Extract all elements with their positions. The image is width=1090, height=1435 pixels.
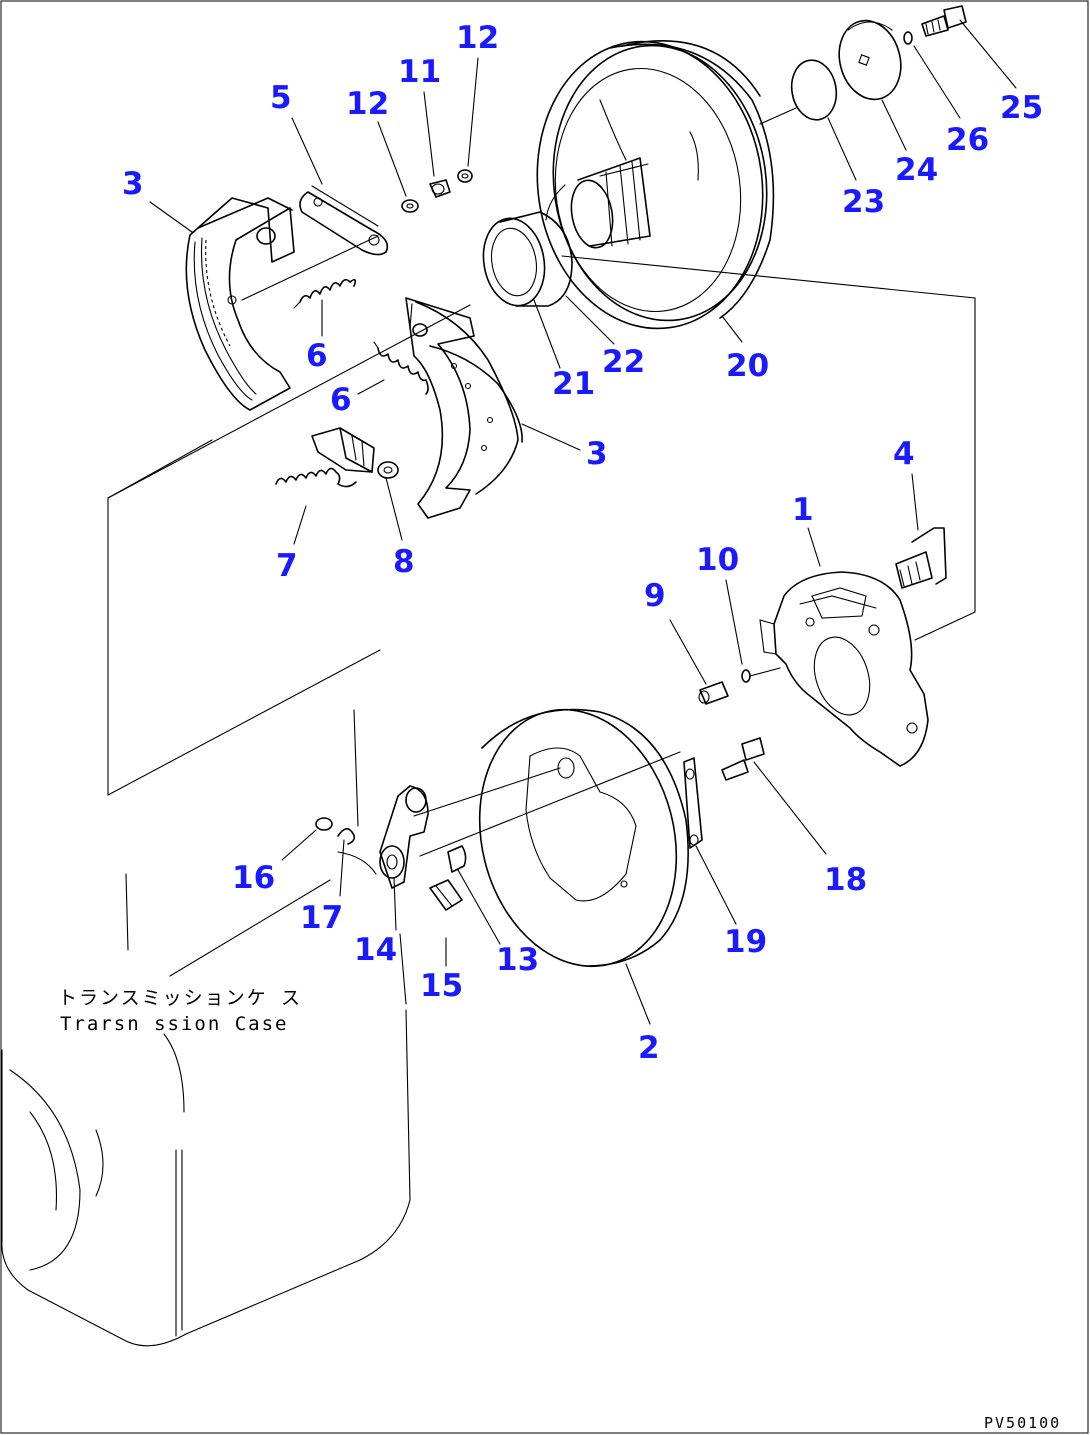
backing-plate [478, 708, 689, 968]
callout-labels: 1 2 3 3 4 5 6 6 7 8 9 10 11 12 12 13 14 … [122, 20, 1043, 1066]
callout-3-lower: 3 [586, 436, 608, 472]
callout-3-upper: 3 [122, 166, 144, 202]
callout-8: 8 [393, 544, 415, 580]
callout-17: 17 [300, 900, 343, 936]
return-spring-lower [373, 341, 429, 395]
callout-5: 5 [270, 80, 292, 116]
callout-12-right: 12 [456, 20, 499, 56]
callout-4: 4 [893, 436, 915, 472]
pin-washer [698, 669, 751, 705]
brake-shoe-right [405, 297, 523, 519]
callout-7: 7 [276, 548, 298, 584]
callout-15: 15 [420, 968, 463, 1004]
transmission-case-label-jp: トランスミッションケ ス [58, 987, 302, 1009]
callout-12-left: 12 [346, 86, 389, 122]
callout-18: 18 [824, 862, 867, 898]
adjuster-cylinder [311, 427, 399, 479]
callout-6-upper: 6 [306, 338, 328, 374]
callout-10: 10 [696, 542, 739, 578]
callout-11: 11 [398, 54, 441, 90]
callout-21: 21 [552, 366, 595, 402]
link-plate [299, 185, 389, 256]
adjuster-spring [275, 467, 357, 488]
drawing-code: PV50100 [984, 1414, 1061, 1432]
callout-24: 24 [895, 152, 938, 188]
carrier-plate [759, 571, 929, 767]
return-spring-upper [293, 278, 357, 309]
callout-2: 2 [638, 1030, 660, 1066]
callout-23: 23 [842, 184, 885, 220]
assembly-boundary [107, 255, 976, 796]
callout-25: 25 [1000, 90, 1043, 126]
washer-nut-group [401, 169, 473, 213]
bearing-seal [482, 211, 573, 307]
transmission-case-label-en: Trarsn ssion Case [60, 1013, 288, 1035]
callout-16: 16 [232, 860, 275, 896]
lever-bolt [683, 737, 765, 849]
callout-20: 20 [726, 348, 769, 384]
callout-26: 26 [946, 122, 989, 158]
thrust-washer [838, 19, 902, 101]
callout-9: 9 [644, 578, 666, 614]
callout-19: 19 [724, 924, 767, 960]
callout-22: 22 [602, 344, 645, 380]
brake-lever-group [315, 785, 467, 911]
transmission-case [1, 873, 411, 1347]
callout-1: 1 [792, 492, 814, 528]
leader-lines [149, 19, 1017, 1025]
brake-drum [536, 40, 797, 330]
callout-6-lower: 6 [330, 382, 352, 418]
callout-13: 13 [496, 942, 539, 978]
bolt-washer [903, 5, 967, 45]
dust-cap [790, 59, 838, 121]
anchor-pin [895, 527, 947, 589]
brake-shoe-left [185, 197, 295, 411]
callout-14: 14 [354, 932, 397, 968]
